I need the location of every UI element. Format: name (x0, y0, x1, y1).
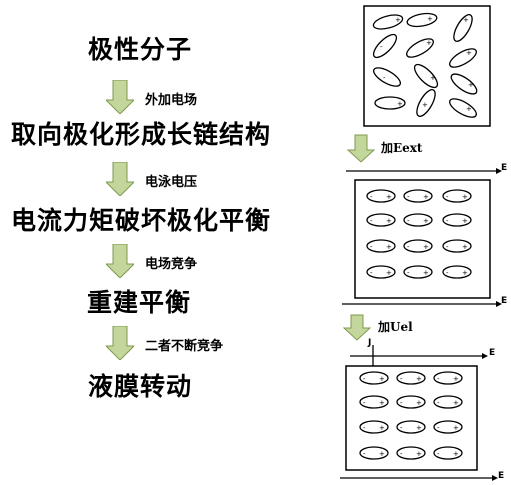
label-add-eext: 加Eext (381, 141, 423, 155)
label-add-uel: 加Uel (378, 320, 413, 334)
svg-text:+: + (426, 39, 432, 47)
step-rebuild-balance: 重建平衡 (87, 288, 192, 317)
svg-text:+: + (453, 424, 459, 432)
svg-text:+: + (423, 217, 429, 225)
e-axis-label: E (501, 296, 508, 306)
svg-text:-: - (407, 193, 410, 201)
aligned-charges-2: - + - + - + - + - + - + - + - + - + - + - + - + (363, 375, 459, 458)
random-charges: + + + - + + - + + + + + (380, 15, 474, 113)
svg-text:+: + (423, 193, 429, 201)
svg-text:+: + (453, 399, 459, 407)
svg-text:-: - (363, 450, 366, 458)
svg-text:-: - (370, 243, 373, 251)
svg-text:+: + (379, 375, 385, 383)
panel-random-dipoles (363, 5, 491, 127)
down-arrow-icon (106, 326, 134, 360)
svg-text:-: - (446, 193, 449, 201)
svg-text:+: + (379, 424, 385, 432)
down-arrow-icon (106, 244, 134, 278)
svg-text:+: + (416, 399, 422, 407)
svg-text:+: + (416, 424, 422, 432)
down-arrow-icon (346, 134, 376, 163)
step-orientation-polarization: 取向极化形成长链结构 (11, 120, 272, 149)
svg-text:+: + (397, 100, 403, 108)
svg-text:-: - (446, 217, 449, 225)
svg-text:-: - (437, 375, 440, 383)
svg-text:-: - (437, 399, 440, 407)
svg-text:+: + (395, 16, 401, 24)
svg-text:-: - (446, 243, 449, 251)
svg-text:+: + (462, 243, 468, 251)
step-polar-molecule: 极性分子 (88, 35, 193, 64)
svg-text:-: - (407, 243, 410, 251)
svg-text:-: - (407, 269, 410, 277)
step-current-torque: 电流力矩破坏极化平衡 (11, 206, 272, 235)
svg-text:+: + (462, 193, 468, 201)
svg-text:+: + (427, 15, 433, 23)
down-arrow-icon (106, 162, 134, 196)
svg-text:-: - (363, 399, 366, 407)
svg-text:+: + (379, 450, 385, 458)
svg-text:-: - (363, 424, 366, 432)
svg-text:-: - (437, 424, 440, 432)
svg-text:+: + (416, 450, 422, 458)
aligned-dipoles-2 (359, 371, 463, 460)
svg-text:-: - (400, 450, 403, 458)
svg-text:-: - (363, 375, 366, 383)
aligned-dipoles-1 (366, 189, 472, 279)
label-electrophoresis-voltage: 电泳电压 (145, 175, 198, 190)
label-external-field: 外加电场 (145, 93, 198, 108)
svg-text:-: - (446, 269, 449, 277)
svg-text:-: - (407, 217, 410, 225)
svg-text:+: + (422, 101, 428, 109)
svg-text:-: - (400, 375, 403, 383)
svg-text:+: + (463, 16, 469, 24)
e-axis-label: E (489, 348, 496, 358)
svg-text:+: + (453, 450, 459, 458)
svg-text:+: + (416, 375, 422, 383)
svg-text:-: - (370, 269, 373, 277)
label-field-competition: 电场竞争 (145, 257, 198, 272)
svg-text:-: - (380, 43, 383, 51)
panel-aligned-dipoles (354, 179, 491, 299)
e-axis-label: E (501, 163, 508, 173)
svg-text:-: - (437, 450, 440, 458)
svg-text:+: + (379, 399, 385, 407)
svg-text:+: + (386, 217, 392, 225)
svg-text:+: + (453, 375, 459, 383)
svg-text:+: + (423, 243, 429, 251)
svg-text:+: + (430, 74, 436, 82)
e-axis-label: E (498, 471, 505, 481)
panel-rotating-dipoles (345, 365, 478, 471)
svg-text:+: + (386, 193, 392, 201)
label-continuous-competition: 二者不断竞争 (145, 339, 224, 354)
svg-text:+: + (462, 269, 468, 277)
svg-text:+: + (468, 81, 474, 89)
svg-text:+: + (462, 217, 468, 225)
svg-text:+: + (466, 105, 472, 113)
svg-text:+: + (466, 49, 472, 57)
svg-text:-: - (370, 217, 373, 225)
svg-text:+: + (386, 269, 392, 277)
svg-text:-: - (383, 74, 386, 82)
j-label: J (368, 338, 372, 348)
down-arrow-icon (342, 314, 372, 341)
down-arrow-icon (106, 80, 134, 114)
arrowhead-icon (482, 353, 488, 359)
random-dipoles (372, 12, 478, 118)
svg-text:-: - (400, 424, 403, 432)
svg-text:-: - (370, 193, 373, 201)
svg-text:+: + (386, 243, 392, 251)
step-film-rotation: 液膜转动 (88, 372, 193, 401)
svg-text:-: - (400, 399, 403, 407)
svg-text:+: + (423, 269, 429, 277)
aligned-charges-1: - + - + - + - + - + - + - + - + - + - + - + - + (370, 193, 468, 277)
